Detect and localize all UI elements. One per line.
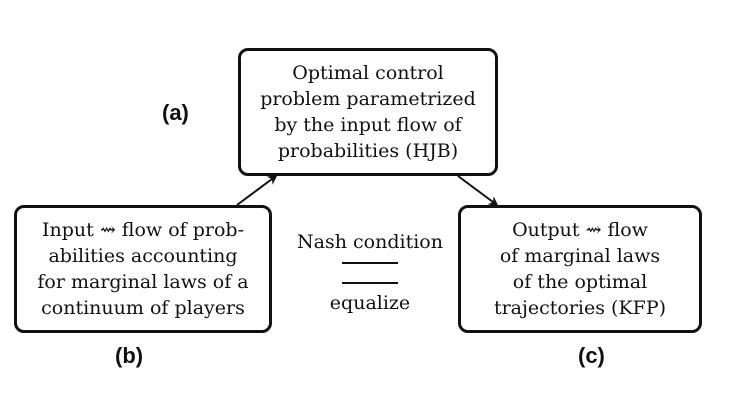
arrow-input-to-hjb xyxy=(236,174,278,206)
hjb-box-line-1: Optimal control xyxy=(292,62,444,84)
equalize-text: equalize xyxy=(329,292,411,314)
hjb-box-line-3: by the input flow of xyxy=(274,114,462,136)
input-box-line-1: Input ⇝ flow of prob- xyxy=(42,219,244,241)
panel-label-b: (b) xyxy=(115,343,144,368)
arrow-hjb-to-output xyxy=(457,175,499,207)
input-box-line-2: abilities accounting xyxy=(48,245,238,267)
hjb-box-line-2: problem parametrized xyxy=(260,88,476,110)
panel-label-a: (a) xyxy=(162,100,189,125)
equal-sign-top-bar xyxy=(342,262,398,264)
equal-sign-bottom-bar xyxy=(342,282,398,284)
output-box-line-4: trajectories (KFP) xyxy=(493,297,667,319)
output-box-line-1: Output ⇝ flow xyxy=(512,219,648,241)
output-box-line-3: of the optimal xyxy=(512,271,648,293)
input-box: Input ⇝ flow of prob- abilities accounti… xyxy=(14,205,272,333)
output-box-line-2: of marginal laws xyxy=(499,245,661,267)
nash-condition-text: Nash condition xyxy=(297,231,443,253)
hjb-box: Optimal control problem parametrized by … xyxy=(238,48,498,176)
output-box: Output ⇝ flow of marginal laws of the op… xyxy=(458,205,702,333)
panel-label-c: (c) xyxy=(578,343,605,368)
input-box-line-3: for marginal laws of a xyxy=(37,271,249,293)
input-box-line-4: continuum of players xyxy=(41,297,245,319)
hjb-box-line-4: probabilities (HJB) xyxy=(277,140,459,162)
